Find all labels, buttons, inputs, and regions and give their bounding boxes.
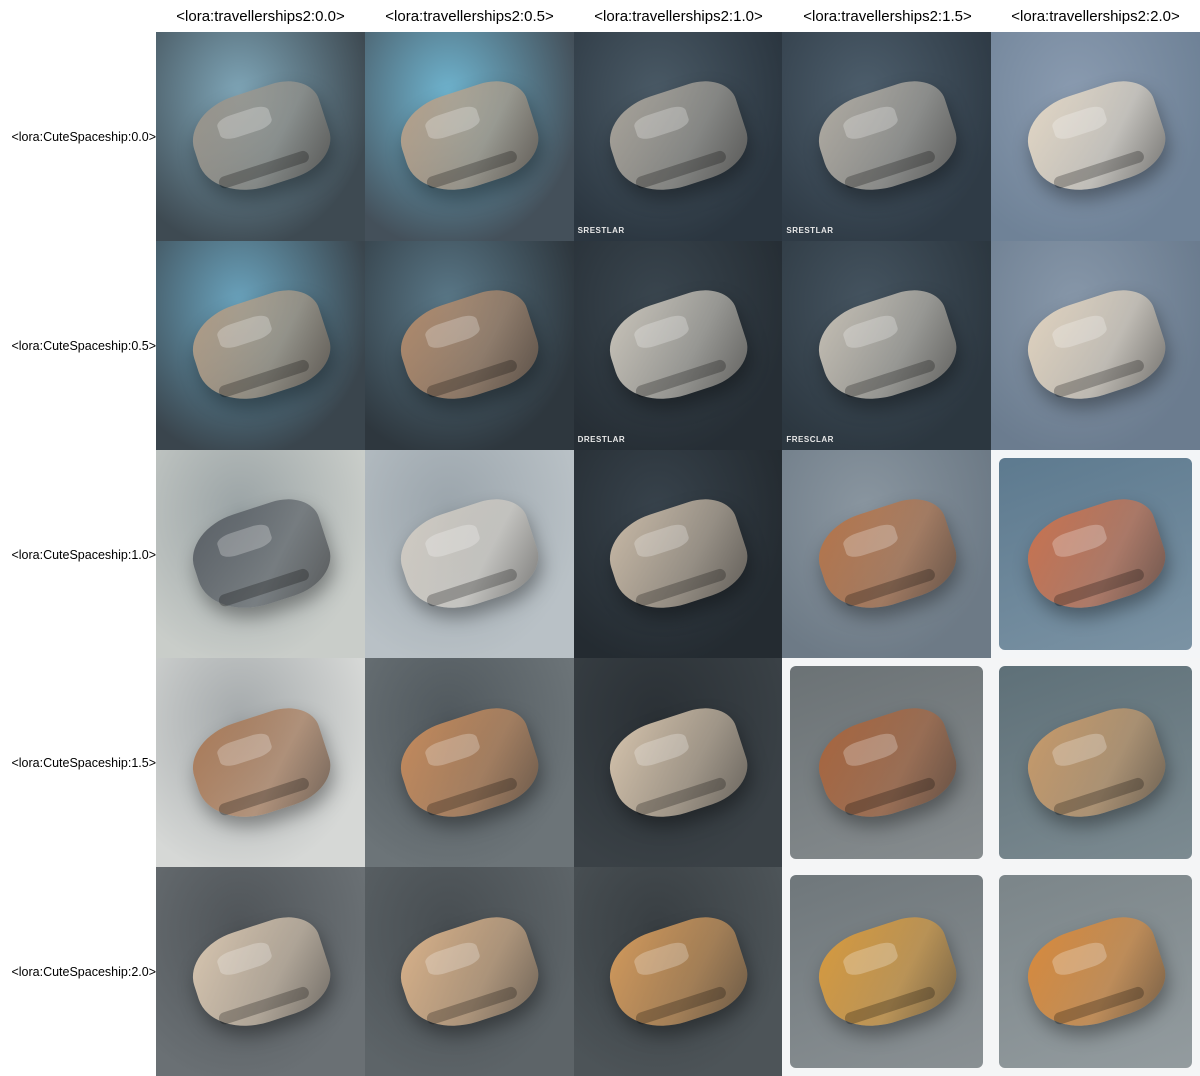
generated-image	[573, 449, 783, 659]
column-header: <lora:travellerships2:1.5>	[803, 7, 972, 25]
spaceship-image	[599, 698, 757, 832]
column-header: <lora:travellerships2:2.0>	[1011, 7, 1180, 25]
spaceship-image	[182, 489, 339, 623]
spaceship-image	[390, 72, 548, 205]
row-header: <lora:CuteSpaceship:1.5>	[11, 755, 156, 770]
watermark-text: DRESTLAR	[577, 434, 626, 444]
spaceship-image	[808, 280, 966, 414]
image-grid: SRESTLAR SRESTLAR DRESTLAR FRESCLAR	[156, 32, 1200, 1076]
spaceship-image	[599, 280, 757, 414]
generated-image	[782, 449, 992, 659]
generated-image	[573, 658, 783, 868]
spaceship-image	[1017, 72, 1174, 205]
generated-image	[782, 658, 992, 868]
generated-image	[991, 449, 1200, 659]
spaceship-image	[182, 907, 339, 1040]
spaceship-image	[390, 489, 548, 623]
generated-image	[573, 867, 783, 1076]
generated-image	[156, 32, 365, 241]
generated-image	[364, 449, 574, 659]
column-header: <lora:travellerships2:0.0>	[176, 7, 345, 25]
generated-image	[991, 32, 1200, 241]
generated-image	[364, 32, 574, 241]
row-header: <lora:CuteSpaceship:0.5>	[11, 338, 156, 353]
column-header: <lora:travellerships2:0.5>	[385, 7, 554, 25]
generated-image	[156, 449, 365, 659]
watermark-text: FRESCLAR	[786, 434, 834, 444]
generated-image	[364, 658, 574, 868]
spaceship-image	[182, 280, 339, 414]
generated-image	[991, 240, 1200, 450]
generated-image	[364, 867, 574, 1076]
spaceship-image	[599, 489, 757, 623]
spaceship-image	[182, 72, 339, 205]
spaceship-image	[390, 280, 548, 414]
row-header: <lora:CuteSpaceship:1.0>	[11, 547, 156, 562]
spaceship-image	[390, 698, 548, 832]
column-header: <lora:travellerships2:1.0>	[594, 7, 763, 25]
generated-image	[156, 867, 365, 1076]
spaceship-image	[182, 698, 339, 832]
generated-image	[364, 240, 574, 450]
spaceship-image	[808, 72, 966, 205]
row-header: <lora:CuteSpaceship:0.0>	[11, 129, 156, 144]
spaceship-image	[390, 907, 548, 1040]
spaceship-image	[599, 907, 757, 1040]
generated-image: SRESTLAR	[573, 32, 783, 241]
generated-image	[156, 658, 365, 868]
row-header: <lora:CuteSpaceship:2.0>	[11, 964, 156, 979]
generated-image	[991, 658, 1200, 868]
watermark-text: SRESTLAR	[577, 225, 625, 235]
generated-image: DRESTLAR	[573, 240, 783, 450]
spaceship-image	[1017, 280, 1174, 414]
watermark-text: SRESTLAR	[786, 225, 834, 235]
generated-image	[156, 240, 365, 450]
generated-image: FRESCLAR	[782, 240, 992, 450]
generated-image: SRESTLAR	[782, 32, 992, 241]
generated-image	[991, 867, 1200, 1076]
generated-image	[782, 867, 992, 1076]
spaceship-image	[599, 72, 757, 205]
spaceship-image	[808, 489, 966, 623]
